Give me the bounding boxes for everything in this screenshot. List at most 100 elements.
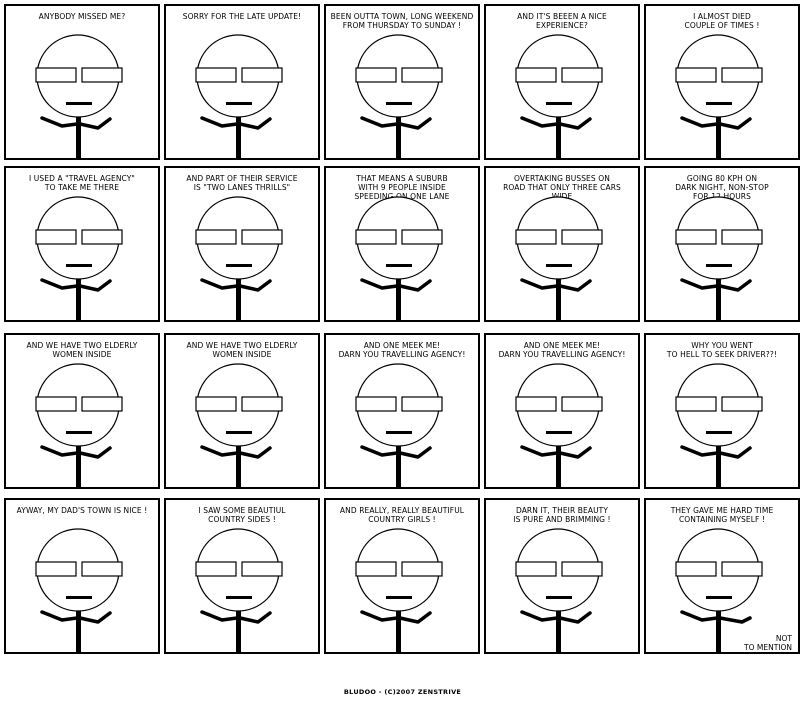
stick-figure <box>355 34 443 158</box>
figure-right-arm <box>558 446 592 459</box>
figure-left-arm <box>520 116 559 128</box>
comic-panel: ANYBODY MISSED ME? <box>4 4 160 160</box>
figure-left-arm <box>200 116 239 128</box>
figure-body <box>236 446 241 487</box>
right-glasses-lens <box>81 561 123 577</box>
figure-body <box>236 279 241 320</box>
figure-right-arm <box>718 117 752 130</box>
figure-right-arm <box>718 279 752 292</box>
right-glasses-lens <box>721 229 763 245</box>
left-glasses-lens <box>355 396 397 412</box>
figure-right-arm <box>78 446 112 459</box>
panel-caption: I USED A "TRAVEL AGENCY" TO TAKE ME THER… <box>29 174 135 192</box>
stick-figure <box>515 196 603 320</box>
figure-right-arm <box>398 611 432 624</box>
figure-body <box>396 611 401 652</box>
figure-right-arm <box>718 616 752 624</box>
comic-panel: BEEN OUTTA TOWN, LONG WEEKEND FROM THURS… <box>324 4 480 160</box>
comic-panel: THAT MEANS A SUBURB WITH 9 PEOPLE INSIDE… <box>324 166 480 322</box>
left-glasses-lens <box>35 561 77 577</box>
right-glasses-lens <box>401 561 443 577</box>
comic-panel: AND ONE MEEK ME! DARN YOU TRAVELLING AGE… <box>484 333 640 489</box>
comic-panel: AND WE HAVE TWO ELDERLY WOMEN INSIDE <box>4 333 160 489</box>
right-glasses-lens <box>401 229 443 245</box>
figure-body <box>716 117 721 158</box>
comic-panel: AND IT'S BEEEN A NICE EXPERIENCE? <box>484 4 640 160</box>
figure-left-arm <box>40 278 79 290</box>
figure-mouth <box>386 431 412 434</box>
stick-figure <box>355 196 443 320</box>
comic-panel: AND REALLY, REALLY BEAUTIFUL COUNTRY GIR… <box>324 498 480 654</box>
figure-mouth <box>66 102 92 105</box>
stick-figure <box>35 363 123 487</box>
stick-figure <box>195 34 283 158</box>
stick-figure <box>515 528 603 652</box>
figure-mouth <box>706 102 732 105</box>
panel-caption: AND WE HAVE TWO ELDERLY WOMEN INSIDE <box>186 341 298 359</box>
panel-caption: WHY YOU WENT TO HELL TO SEEK DRIVER??! <box>666 341 778 359</box>
figure-mouth <box>706 431 732 434</box>
stick-figure <box>35 528 123 652</box>
panel-caption: THEY GAVE ME HARD TIME CONTAINING MYSELF… <box>670 506 774 524</box>
figure-body <box>716 611 721 652</box>
figure-body <box>76 446 81 487</box>
figure-body <box>76 611 81 652</box>
right-glasses-lens <box>241 229 283 245</box>
panel-side-note: NOT TO MENTION SOME " HARD" TIMES ! <box>744 634 792 652</box>
figure-body <box>236 611 241 652</box>
figure-body <box>716 279 721 320</box>
figure-left-arm <box>680 278 719 290</box>
figure-right-arm <box>398 117 432 130</box>
panel-caption: ANYBODY MISSED ME? <box>38 12 126 21</box>
figure-left-arm <box>680 116 719 128</box>
panel-caption: AND PART OF THEIR SERVICE IS "TWO LANES … <box>186 174 298 192</box>
figure-mouth <box>226 431 252 434</box>
left-glasses-lens <box>515 561 557 577</box>
figure-body <box>396 446 401 487</box>
figure-body <box>396 117 401 158</box>
left-glasses-lens <box>355 229 397 245</box>
comic-panel: GOING 80 KPH ON DARK NIGHT, NON-STOP FOR… <box>644 166 800 322</box>
figure-mouth <box>386 264 412 267</box>
figure-right-arm <box>78 117 112 130</box>
left-glasses-lens <box>355 67 397 83</box>
figure-left-arm <box>680 445 719 457</box>
figure-mouth <box>706 596 732 599</box>
left-glasses-lens <box>355 561 397 577</box>
figure-right-arm <box>238 117 272 130</box>
left-glasses-lens <box>515 396 557 412</box>
figure-mouth <box>546 264 572 267</box>
comic-panel: AND ONE MEEK ME! DARN YOU TRAVELLING AGE… <box>324 333 480 489</box>
figure-left-arm <box>680 610 719 622</box>
figure-right-arm <box>718 446 752 459</box>
panel-caption: OVERTAKING BUSSES ON ROAD THAT ONLY THRE… <box>503 174 621 201</box>
right-glasses-lens <box>81 396 123 412</box>
figure-mouth <box>226 596 252 599</box>
figure-left-arm <box>200 445 239 457</box>
figure-mouth <box>66 596 92 599</box>
figure-right-arm <box>238 279 272 292</box>
figure-mouth <box>546 596 572 599</box>
figure-body <box>556 611 561 652</box>
figure-right-arm <box>78 611 112 624</box>
left-glasses-lens <box>675 396 717 412</box>
stick-figure <box>35 34 123 158</box>
figure-left-arm <box>360 445 399 457</box>
left-glasses-lens <box>195 229 237 245</box>
left-glasses-lens <box>675 229 717 245</box>
stick-figure <box>355 528 443 652</box>
comic-panel: SORRY FOR THE LATE UPDATE! <box>164 4 320 160</box>
left-glasses-lens <box>675 67 717 83</box>
figure-body <box>396 279 401 320</box>
comic-panel: THEY GAVE ME HARD TIME CONTAINING MYSELF… <box>644 498 800 654</box>
left-glasses-lens <box>675 561 717 577</box>
figure-right-arm <box>398 279 432 292</box>
figure-body <box>556 117 561 158</box>
panel-caption: AYWAY, MY DAD's TOWN IS NICE ! <box>16 506 148 515</box>
left-glasses-lens <box>35 229 77 245</box>
figure-right-arm <box>558 279 592 292</box>
figure-mouth <box>546 431 572 434</box>
figure-left-arm <box>520 445 559 457</box>
figure-left-arm <box>520 278 559 290</box>
figure-left-arm <box>360 278 399 290</box>
